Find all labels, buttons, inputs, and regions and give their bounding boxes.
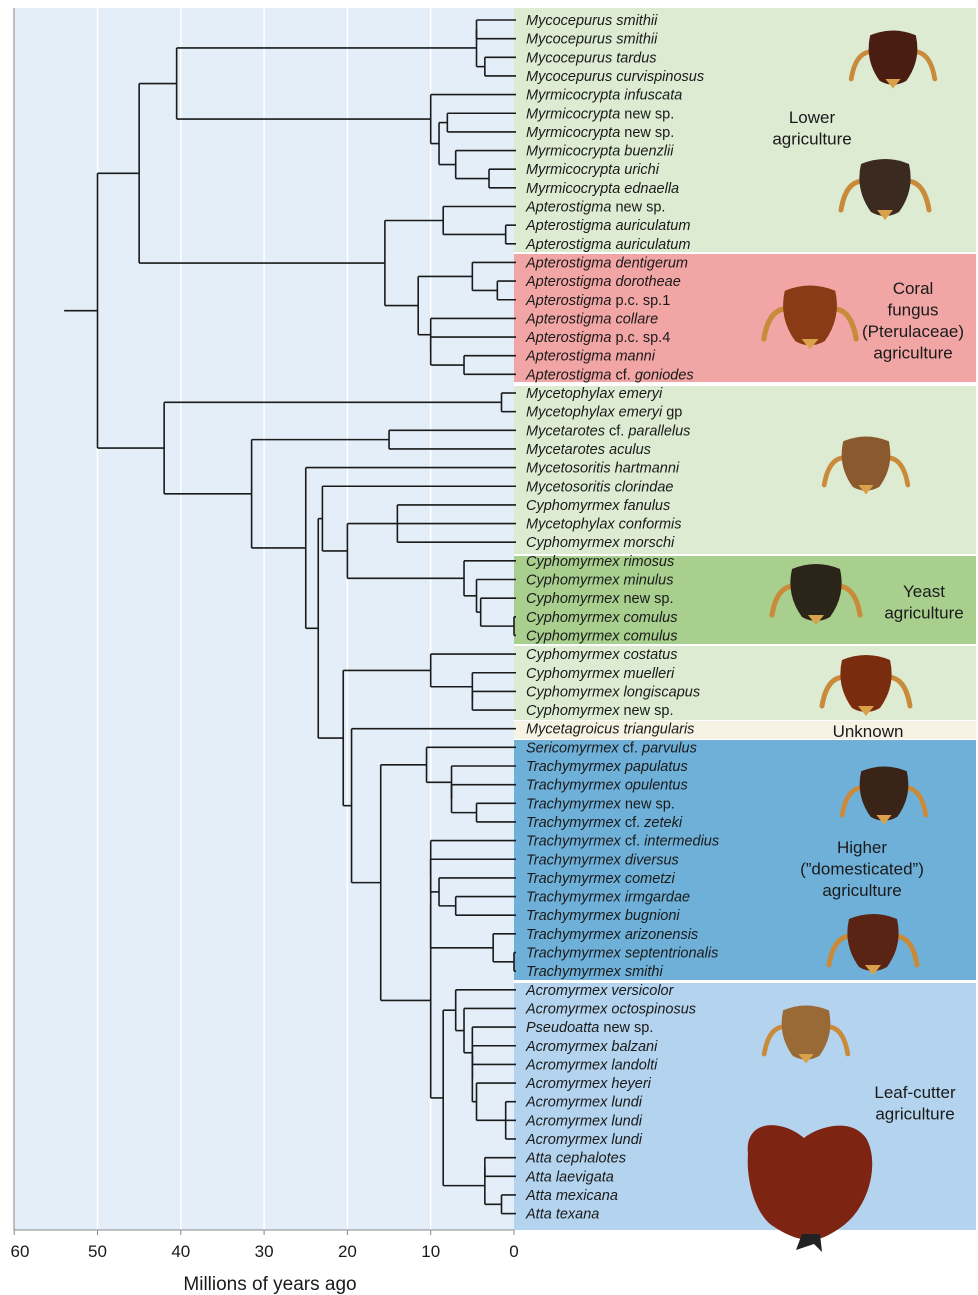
x-tick-label: 10 (421, 1242, 440, 1261)
taxon-label: Apterostigma p.c. sp.4 (525, 330, 670, 346)
band-label-coral: Coral (893, 279, 934, 298)
taxon-label: Atta cephalotes (525, 1151, 626, 1167)
band-label-leafcutter: Leaf-cutter (874, 1083, 956, 1102)
band-label-yeast: Yeast (903, 582, 945, 601)
taxon-label: Trachymyrmex opulentus (526, 778, 688, 794)
band-label-lower: agriculture (772, 130, 851, 149)
taxon-label: Cyphomyrmex morschi (526, 535, 675, 551)
taxon-label: Acromyrmex octospinosus (525, 1001, 696, 1017)
taxon-label: Cyphomyrmex fanulus (526, 498, 670, 514)
taxon-label: Acromyrmex lundi (525, 1132, 643, 1148)
band-label-coral: agriculture (873, 344, 952, 363)
taxon-label: Trachymyrmex cf. zeteki (526, 815, 683, 831)
taxon-label: Mycocepurus smithii (526, 13, 658, 29)
x-tick-label: 20 (338, 1242, 357, 1261)
band-label-coral: fungus (887, 301, 938, 320)
taxon-label: Mycocepurus smithii (526, 32, 658, 48)
taxon-label: Apterostigma collare (525, 311, 658, 327)
axis-title: Millions of years ago (183, 1274, 356, 1295)
ant-head-icon (748, 1125, 873, 1252)
band-label-leafcutter: agriculture (875, 1105, 954, 1124)
taxon-label: Apterostigma cf. goniodes (525, 367, 694, 383)
taxon-label: Trachymyrmex smithi (526, 964, 663, 980)
taxon-label: Cyphomyrmex new sp. (526, 703, 673, 719)
x-tick-label: 60 (11, 1242, 30, 1261)
taxon-label: Cyphomyrmex costatus (526, 647, 678, 663)
taxon-label: Cyphomyrmex minulus (526, 573, 673, 589)
taxon-label: Mycetophylax emeryi (526, 386, 663, 402)
taxon-label: Cyphomyrmex comulus (526, 610, 678, 626)
taxon-label: Mycetosoritis hartmanni (526, 461, 680, 477)
taxon-label: Trachymyrmex irmgardae (526, 890, 690, 906)
taxon-label: Myrmicocrypta ednaella (526, 181, 679, 197)
taxon-label: Trachymyrmex septentrionalis (526, 946, 718, 962)
taxon-label: Apterostigma dentigerum (525, 255, 688, 271)
taxon-label: Cyphomyrmex rimosus (526, 554, 674, 570)
taxon-label: Atta mexicana (525, 1188, 618, 1204)
taxon-label: Apterostigma new sp. (525, 200, 665, 216)
band-label-higher: Higher (837, 838, 887, 857)
taxon-label: Mycetophylax conformis (526, 517, 682, 533)
taxon-label: Apterostigma manni (525, 349, 656, 365)
taxon-label: Apterostigma p.c. sp.1 (525, 293, 670, 309)
taxon-label: Trachymyrmex papulatus (526, 759, 688, 775)
taxon-label: Acromyrmex lundi (525, 1095, 643, 1111)
taxon-label: Sericomyrmex cf. parvulus (526, 740, 697, 756)
taxon-label: Acromyrmex lundi (525, 1113, 643, 1129)
taxon-label: Apterostigma dorotheae (525, 274, 681, 290)
taxon-label: Atta laevigata (525, 1169, 614, 1185)
x-tick-label: 0 (509, 1242, 518, 1261)
taxon-label: Myrmicocrypta new sp. (526, 106, 674, 122)
band-label-coral: (Pterulaceae) (862, 322, 964, 341)
band-label-yeast: agriculture (884, 604, 963, 623)
taxon-label: Myrmicocrypta new sp. (526, 125, 674, 141)
taxon-label: Mycetophylax emeryi gp (526, 405, 682, 421)
taxon-label: Mycocepurus curvispinosus (526, 69, 704, 85)
taxon-label: Cyphomyrmex comulus (526, 628, 678, 644)
taxon-label: Trachymyrmex arizonensis (526, 927, 698, 943)
taxon-label: Acromyrmex versicolor (525, 983, 675, 999)
taxon-label: Trachymyrmex cometzi (526, 871, 676, 887)
taxon-label: Trachymyrmex bugnioni (526, 908, 680, 924)
x-tick-label: 40 (171, 1242, 190, 1261)
x-tick-label: 50 (88, 1242, 107, 1261)
taxon-label: Mycetagroicus triangularis (526, 722, 694, 738)
taxon-label: Mycocepurus tardus (526, 50, 657, 66)
taxon-label: Trachymyrmex diversus (526, 852, 679, 868)
taxon-label: Pseudoatta new sp. (526, 1020, 653, 1036)
band-label-higher: agriculture (822, 881, 901, 900)
taxon-label: Atta texana (525, 1207, 599, 1223)
taxon-label: Cyphomyrmex longiscapus (526, 684, 700, 700)
taxon-label: Apterostigma auriculatum (525, 237, 690, 253)
taxon-label: Myrmicocrypta infuscata (526, 88, 682, 104)
taxon-label: Myrmicocrypta buenzlii (526, 144, 674, 160)
band-label-unknown: Unknown (833, 722, 904, 741)
taxon-label: Myrmicocrypta urichi (526, 162, 660, 178)
taxon-label: Cyphomyrmex muelleri (526, 666, 675, 682)
taxon-label: Mycetosoritis clorindae (526, 479, 673, 495)
band-label-lower: Lower (789, 108, 836, 127)
taxon-label: Acromyrmex heyeri (525, 1076, 652, 1092)
x-tick-label: 30 (255, 1242, 274, 1261)
taxon-label: Trachymyrmex cf. intermedius (526, 834, 719, 850)
taxon-label: Apterostigma auriculatum (525, 218, 690, 234)
taxon-label: Acromyrmex landolti (525, 1057, 658, 1073)
taxon-label: Trachymyrmex new sp. (526, 796, 675, 812)
taxon-label: Cyphomyrmex new sp. (526, 591, 673, 607)
taxon-label: Mycetarotes aculus (526, 442, 651, 458)
band-label-higher: (”domesticated”) (800, 860, 924, 879)
taxon-label: Mycetarotes cf. parallelus (526, 423, 690, 439)
taxon-label: Acromyrmex balzani (525, 1039, 658, 1055)
